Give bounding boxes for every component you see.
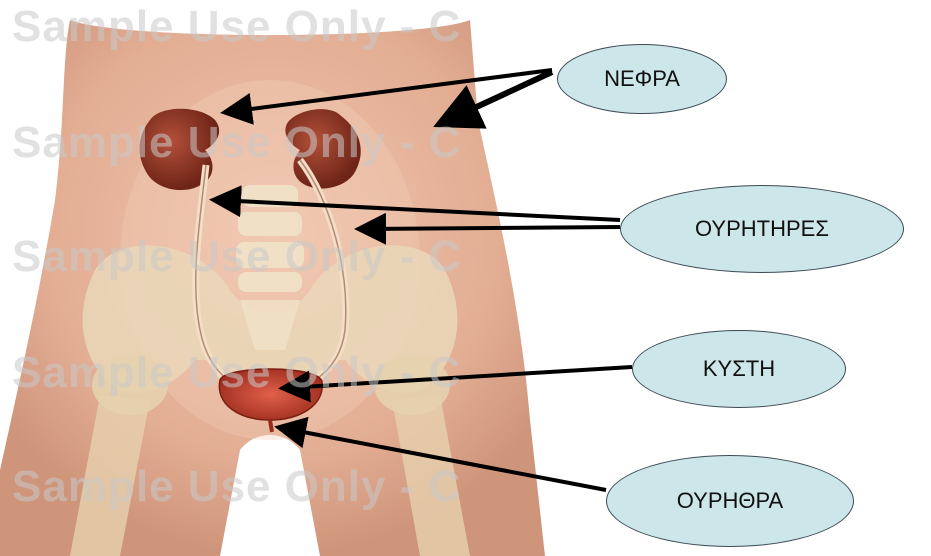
label-bladder: ΚΥΣΤΗ — [632, 330, 846, 408]
watermark-text: Sample Use Only - C — [12, 232, 461, 282]
arrow-ureter-right — [362, 227, 620, 229]
watermark-text: Sample Use Only - C — [12, 2, 461, 52]
label-ureters: ΟΥΡΗΤΗΡΕΣ — [620, 185, 904, 273]
urethra — [270, 420, 272, 432]
watermark-text: Sample Use Only - C — [12, 462, 461, 512]
watermark-text: Sample Use Only - C — [12, 118, 461, 168]
label-kidneys: ΝΕΦΡΑ — [557, 44, 727, 114]
label-urethra: ΟΥΡΗΘΡΑ — [606, 455, 854, 547]
watermark-text: Sample Use Only - C — [12, 348, 461, 398]
